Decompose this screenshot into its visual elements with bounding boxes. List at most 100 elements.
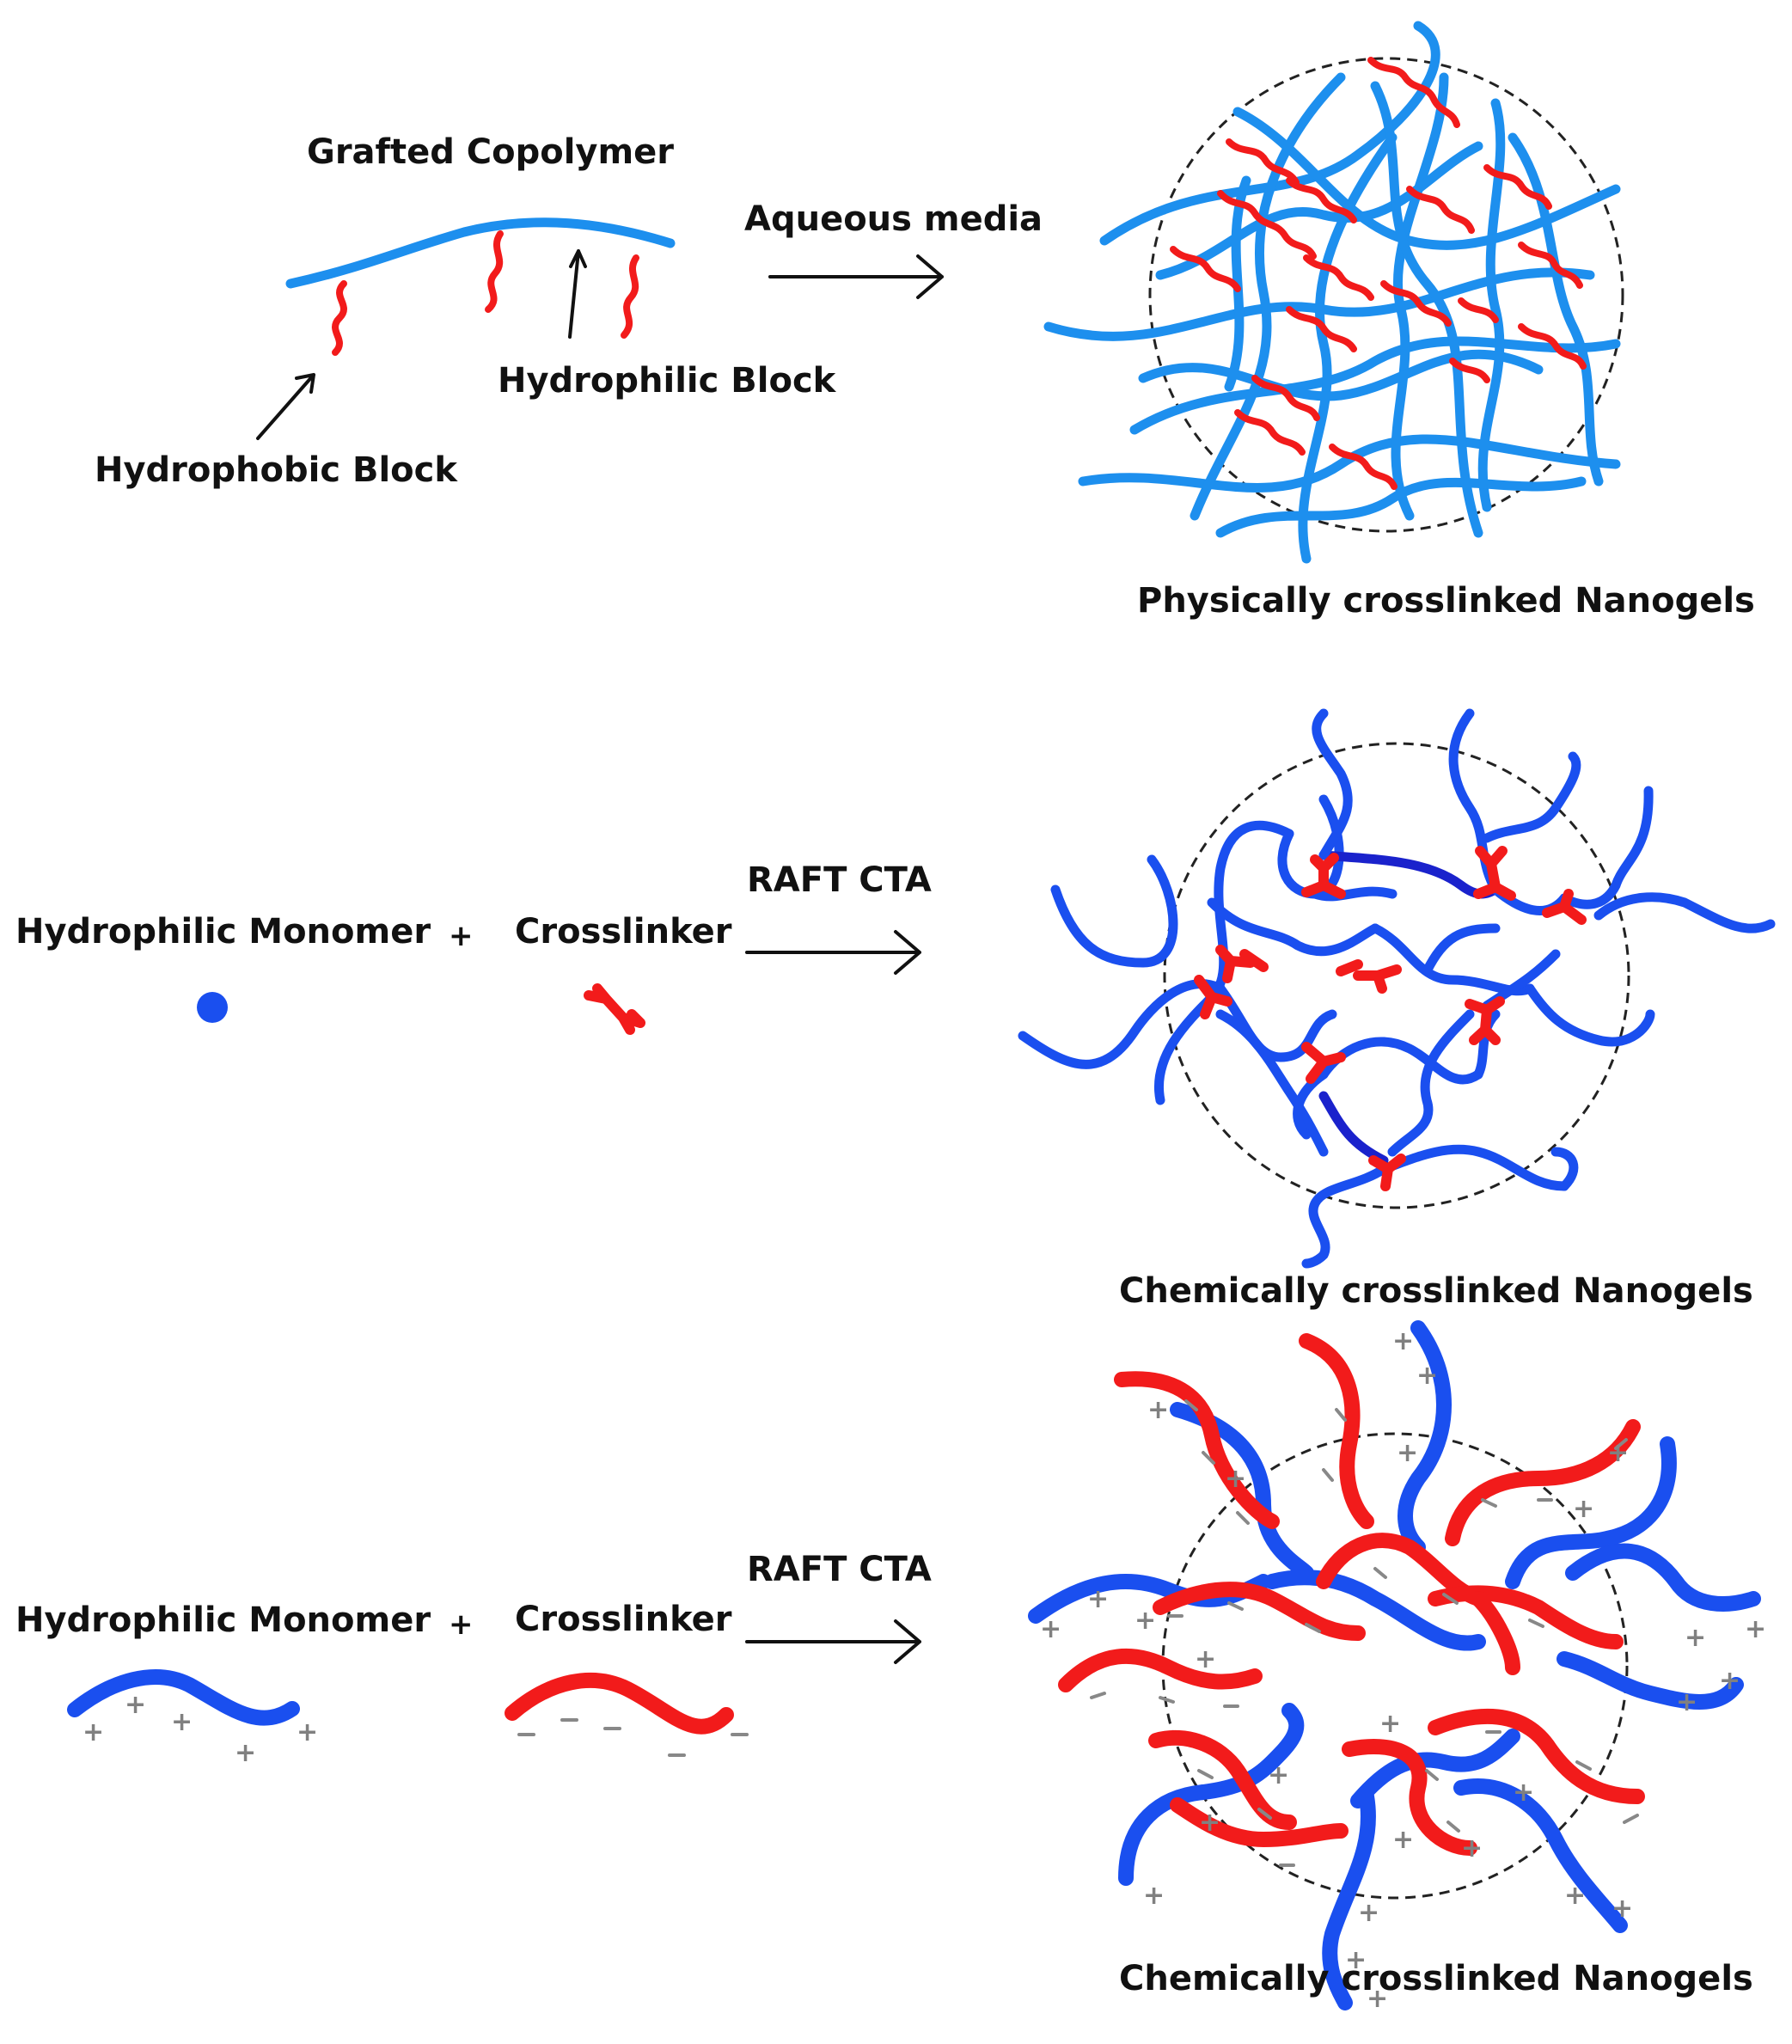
positive-charge: + xyxy=(1135,1606,1156,1636)
polyanion-chain xyxy=(1299,1333,1374,1529)
polymer-chain xyxy=(1387,1009,1475,1157)
negative-charge xyxy=(1305,1623,1321,1633)
negative-charge xyxy=(1614,1438,1628,1450)
plus-sign: + xyxy=(449,1607,474,1642)
positive-charge: + xyxy=(1573,1494,1594,1524)
positive-charge: + xyxy=(1147,1395,1169,1425)
polyanion-chain xyxy=(505,1673,734,1735)
positive-charge: + xyxy=(1199,1808,1220,1838)
chemically-crosslinked-nanogels-label: Chemically crosslinked Nanogels xyxy=(1119,1959,1753,1998)
polymer-chain xyxy=(1310,886,1398,902)
negative-charge xyxy=(1257,1808,1272,1820)
reaction-arrow xyxy=(745,1619,921,1664)
monomer-dot xyxy=(197,992,228,1023)
hydrophilic-chain xyxy=(1477,98,1506,512)
polymer-chain-dark xyxy=(1318,1091,1389,1166)
polycation-chain xyxy=(67,1669,300,1726)
hydrophobic-segment xyxy=(1329,444,1398,490)
negative-charge xyxy=(1481,1498,1497,1508)
hydrophobic-segment xyxy=(1286,177,1357,223)
hydrophilic-chain xyxy=(1078,434,1621,493)
positive-charge: + xyxy=(1612,1894,1633,1924)
grafted-copolymer-label: Grafted Copolymer xyxy=(307,132,674,172)
positive-charge: + xyxy=(1564,1881,1586,1911)
positive-charge: + xyxy=(1397,1438,1418,1468)
hydrophilic-chain xyxy=(1155,141,1483,280)
polymer-chain xyxy=(1318,1037,1483,1085)
negative-charge xyxy=(1322,1468,1334,1482)
crosslinker-label: Crosslinker xyxy=(515,912,732,952)
polycation-chain xyxy=(1557,1651,1744,1710)
hydrophilic-monomer-label: Hydrophilic Monomer xyxy=(15,912,431,952)
polymer-chain xyxy=(1207,897,1380,957)
positive-charge: + xyxy=(1685,1623,1706,1653)
physically-crosslinked-nanogels-label: Physically crosslinked Nanogels xyxy=(1137,581,1755,621)
reaction-arrow xyxy=(768,254,944,299)
positive-charge: + xyxy=(1513,1778,1534,1808)
positive-charge: + xyxy=(1607,1438,1629,1468)
hydrophobic-segment xyxy=(1449,358,1490,383)
polyanion-chain xyxy=(1445,1419,1641,1546)
negative-charge xyxy=(1425,1769,1439,1781)
cationic-monomer-chain: + + + + + xyxy=(67,1669,318,1768)
anionic-crosslinker-chain xyxy=(505,1673,749,1757)
crosslink-node xyxy=(1301,853,1346,899)
polyanion-chain xyxy=(1471,1591,1520,1675)
polymer-chain xyxy=(1301,1164,1389,1269)
nanogel-boundary xyxy=(1148,57,1624,533)
hydrophilic-chain xyxy=(1129,336,1621,435)
hydrophobic-segment xyxy=(1170,246,1241,292)
hydrophobic-segment xyxy=(1251,375,1320,421)
positive-charge: + xyxy=(1268,1760,1289,1790)
hydrophobic-block-label: Hydrophobic Block xyxy=(95,450,458,490)
positive-charge: + xyxy=(83,1717,104,1747)
raft-cta-label: RAFT CTA xyxy=(747,1550,932,1589)
hydrophobic-segment xyxy=(1380,280,1452,327)
polycation-chain xyxy=(1453,1778,1628,1933)
polymer-chain xyxy=(1293,1069,1329,1140)
polyanion-chain xyxy=(1316,1533,1486,1606)
negative-charge xyxy=(1202,1451,1215,1465)
polymer-chain xyxy=(1379,1144,1569,1191)
polyanion-chain xyxy=(1114,1371,1280,1529)
hydrophilic-chain xyxy=(1391,72,1449,521)
hydrophilic-backbone xyxy=(285,217,676,289)
polycation-chain xyxy=(1565,1543,1761,1612)
hydrophobic-segment xyxy=(1518,323,1587,370)
positive-charge: + xyxy=(1367,1984,1388,2014)
positive-charge: + xyxy=(1379,1709,1401,1739)
polycation-chain xyxy=(1505,1436,1677,1589)
positive-charge: + xyxy=(125,1690,146,1720)
positive-charge: + xyxy=(1143,1881,1165,1911)
hydrophobic-segment xyxy=(1406,186,1475,234)
hydrophobic-segment xyxy=(1518,242,1583,289)
chemically-crosslinked-nanogels-label: Chemically crosslinked Nanogels xyxy=(1119,1271,1753,1311)
polymer-chain xyxy=(1312,708,1353,860)
physically-crosslinked-nanogel xyxy=(1043,21,1624,564)
polyanion-chain xyxy=(1342,1739,1477,1856)
hydrophobic-segment xyxy=(1458,297,1499,323)
positive-charge: + xyxy=(1195,1644,1216,1674)
hydrophobic-segment xyxy=(1234,409,1306,456)
negative-charge xyxy=(1227,1601,1244,1611)
polycation-chain xyxy=(1118,1784,1211,1886)
positive-charge: + xyxy=(1358,1898,1379,1928)
hydrophobic-graft xyxy=(485,230,504,313)
hydrophilic-chain xyxy=(1215,476,1587,538)
crosslink-node xyxy=(1301,1042,1346,1084)
hydrophilic-chain xyxy=(1298,132,1398,564)
positive-charge: + xyxy=(235,1738,256,1768)
positive-charge: + xyxy=(1416,1361,1438,1391)
plus-sign: + xyxy=(449,919,474,953)
panel-chemical-crosslinking-monomer: Hydrophilic Monomer + Crosslinker RAFT C… xyxy=(15,708,1776,1311)
positive-charge: + xyxy=(1392,1326,1414,1356)
negative-charge xyxy=(1373,1567,1387,1579)
positive-charge: + xyxy=(1461,1833,1483,1863)
crosslink-node xyxy=(1215,945,1269,983)
polymer-chain xyxy=(1550,1147,1579,1191)
hydrophobic-graft xyxy=(332,280,347,356)
panel-physical-crosslinking: Grafted Copolymer Hydrophilic Block Hydr… xyxy=(95,21,1755,621)
hydrophobic-segment xyxy=(1217,190,1317,260)
negative-charge xyxy=(1236,1511,1250,1525)
polyanion-chain xyxy=(1153,1582,1366,1641)
